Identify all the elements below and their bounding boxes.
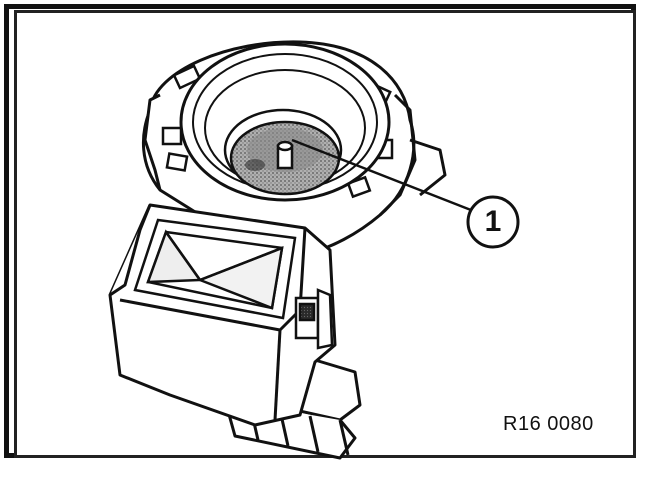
reference-code: R16 0080 (503, 413, 594, 435)
side-latch (294, 288, 334, 350)
connector-socket (133, 218, 297, 320)
callout-label-1: 1 (484, 205, 502, 238)
callout-circle (466, 195, 520, 249)
center-pin (276, 140, 294, 170)
callout-leader-line (291, 138, 477, 214)
